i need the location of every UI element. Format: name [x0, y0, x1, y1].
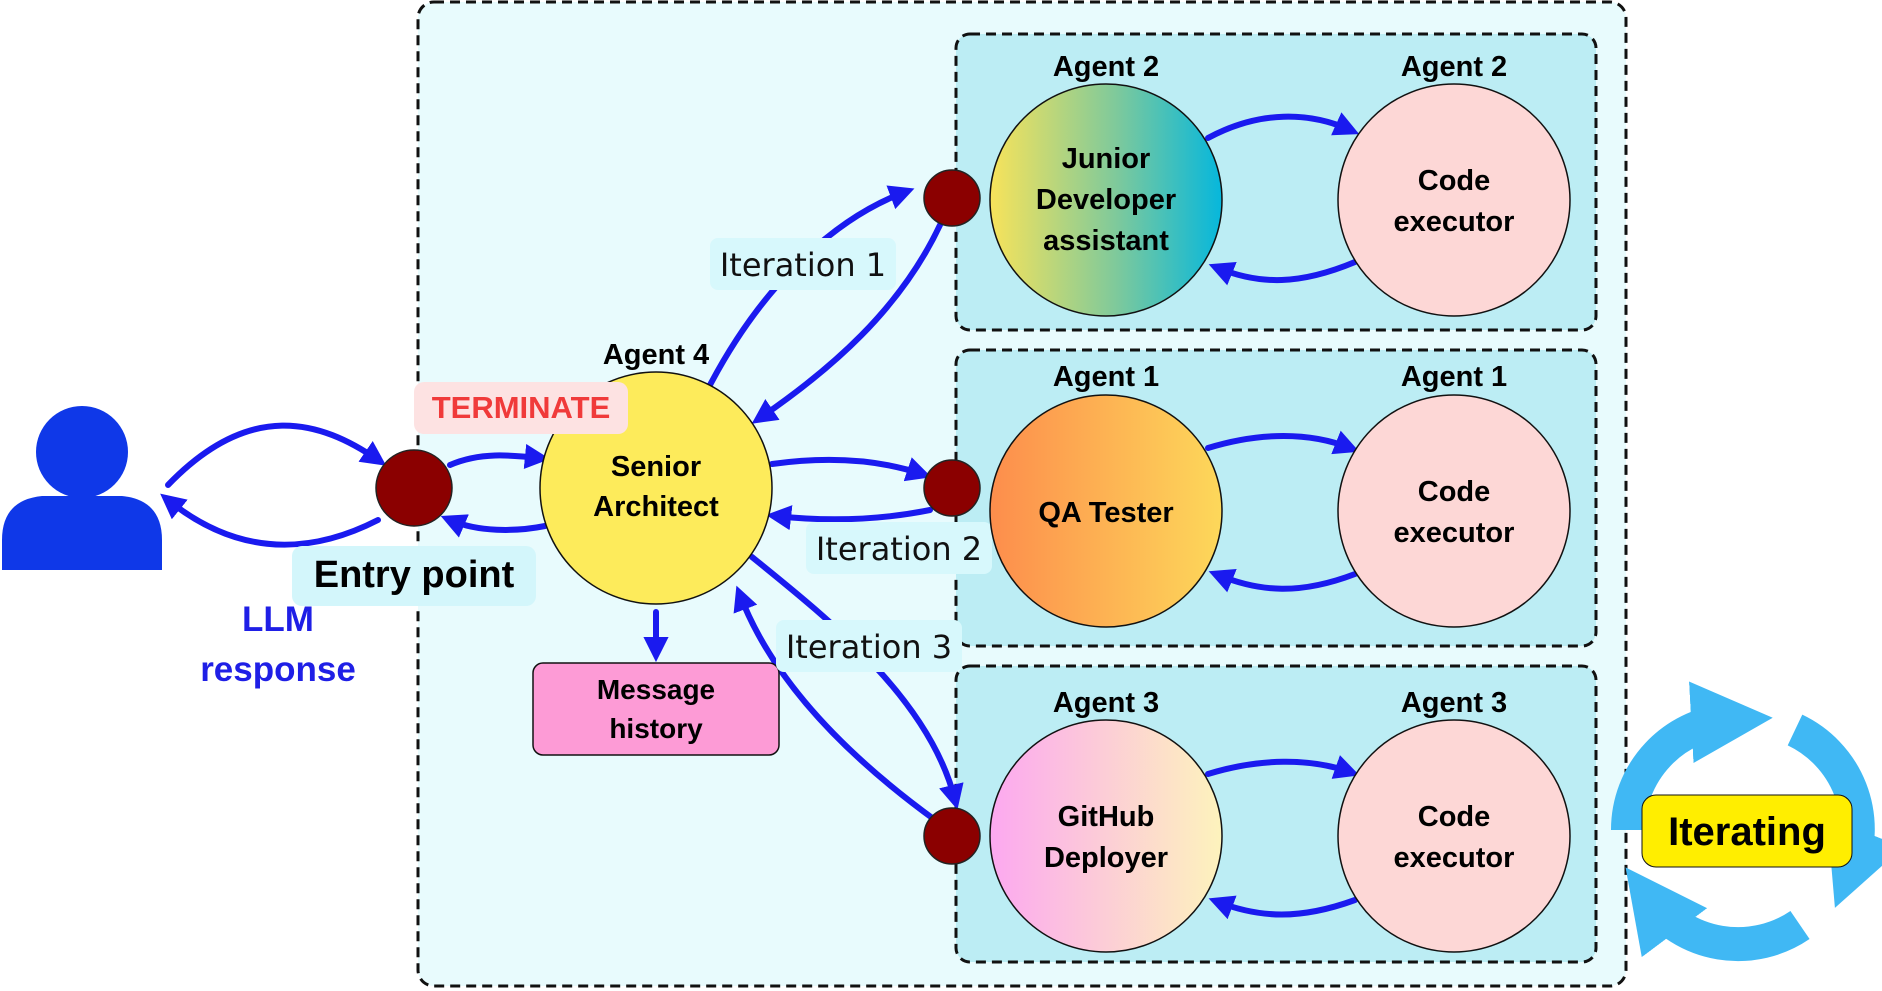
architect-agent-label: Agent 4 [603, 339, 709, 371]
code-executor-3-circle [1337, 719, 1571, 953]
arrow-iteration-1-in [751, 222, 943, 424]
architect-name-line-1: Senior [611, 451, 701, 483]
junior-developer-circle [989, 83, 1223, 317]
terminate-label: TERMINATE [432, 390, 611, 425]
arrow-iteration-3-in [733, 585, 938, 823]
llm-response-line-2: response [200, 650, 356, 689]
iteration-3-label: Iteration 3 [786, 628, 952, 666]
message-history-line-2: history [609, 713, 703, 744]
code-executor-2-line-1: Code [1418, 476, 1491, 508]
arrow-entry-to-architect [447, 443, 551, 470]
code-executor-1-line-2: executor [1394, 206, 1515, 238]
llm-response-line-1: LLM [242, 600, 314, 639]
iteration-1-label: Iteration 1 [720, 246, 886, 284]
entry-node [375, 449, 453, 527]
iteration-2-node [923, 459, 981, 517]
iterating-label: Iterating [1668, 810, 1826, 854]
group-1-left-agent-label: Agent 2 [1053, 51, 1159, 83]
github-deployer-line-1: GitHub [1058, 801, 1155, 833]
arrow-group-1-forward [1205, 112, 1360, 141]
arrow-group-3-back [1208, 895, 1358, 920]
group-2-right-agent-label: Agent 1 [1401, 361, 1507, 393]
arrow-group-3-forward [1205, 755, 1360, 779]
github-deployer-circle [989, 719, 1223, 953]
code-executor-1-line-1: Code [1418, 165, 1491, 197]
code-executor-3-line-2: executor [1394, 842, 1515, 874]
iteration-3-badge [776, 620, 962, 672]
qa-tester-circle [989, 394, 1223, 628]
qa-tester-label: QA Tester [1038, 497, 1173, 529]
architect-name-line-2: Architect [593, 491, 719, 523]
iterating-badge [1641, 794, 1853, 868]
group-2-left-agent-label: Agent 1 [1053, 361, 1159, 393]
entry-point-badge [292, 546, 536, 606]
junior-developer-line-3: assistant [1043, 225, 1169, 257]
iteration-1-node [923, 169, 981, 227]
code-executor-1-circle [1337, 83, 1571, 317]
arrow-group-1-back [1208, 259, 1358, 286]
arrow-entry-to-user [160, 493, 381, 548]
message-history-line-1: Message [597, 674, 715, 705]
code-executor-2-circle [1337, 394, 1571, 628]
message-history-box [532, 662, 780, 756]
group-1-right-agent-label: Agent 2 [1401, 51, 1507, 83]
cycle-arrows-icon [1610, 681, 1882, 962]
arrow-iteration-2-in [765, 505, 933, 531]
user-icon [2, 406, 162, 570]
arrow-user-to-entry [165, 422, 387, 488]
iteration-2-label: Iteration 2 [816, 530, 982, 568]
iteration-1-badge [710, 238, 896, 290]
iteration-2-badge [806, 522, 992, 574]
arrow-architect-to-entry [440, 514, 548, 538]
github-deployer-line-2: Deployer [1044, 842, 1168, 874]
group-3-left-agent-label: Agent 3 [1053, 687, 1159, 719]
terminate-badge [414, 382, 628, 434]
code-executor-2-line-2: executor [1394, 517, 1515, 549]
code-executor-3-line-1: Code [1418, 801, 1491, 833]
junior-developer-line-2: Developer [1036, 184, 1176, 216]
arrow-iteration-2-out [769, 456, 932, 482]
entry-point-label: Entry point [314, 554, 515, 596]
arrow-group-2-back [1208, 568, 1358, 593]
iteration-3-node [923, 807, 981, 865]
junior-developer-line-1: Junior [1062, 143, 1151, 175]
group-3-right-agent-label: Agent 3 [1401, 687, 1507, 719]
arrow-group-2-forward [1205, 430, 1360, 455]
